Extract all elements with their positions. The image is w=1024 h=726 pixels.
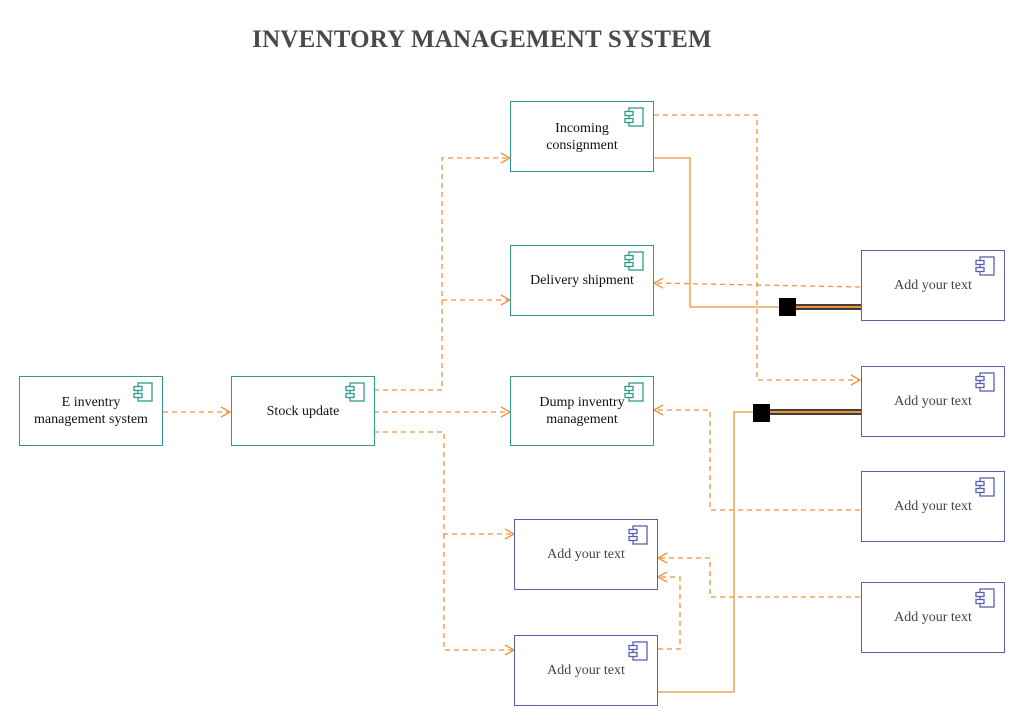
edge-placeholderb-placeholdera <box>656 571 681 650</box>
component-icon <box>975 256 995 276</box>
component-icon <box>975 372 995 392</box>
component-icon <box>624 251 644 271</box>
node-label: Stock update <box>266 403 340 419</box>
node-e-inventry[interactable]: E inventry management system <box>19 376 163 446</box>
node-placeholder-a[interactable]: Add your text <box>514 519 658 590</box>
node-label: Dump inventry management <box>539 395 625 427</box>
node-label: Add your text <box>894 394 972 409</box>
node-label: Add your text <box>547 663 625 678</box>
node-right-4[interactable]: Add your text <box>861 582 1005 653</box>
component-icon <box>345 382 365 402</box>
component-icon <box>975 477 995 497</box>
component-icon <box>975 588 995 608</box>
node-right-3[interactable]: Add your text <box>861 471 1005 542</box>
edge-incoming-right1 <box>654 157 786 308</box>
node-right-1[interactable]: Add your text <box>861 250 1005 321</box>
node-label: Add your text <box>894 499 972 514</box>
edge-incoming-right2 <box>654 114 862 386</box>
node-label: Add your text <box>547 547 625 562</box>
node-delivery-shipment[interactable]: Delivery shipment <box>510 245 654 316</box>
node-incoming-consignment[interactable]: Incoming consignment <box>510 101 654 172</box>
component-icon <box>624 107 644 127</box>
component-icon <box>624 382 644 402</box>
node-right-2[interactable]: Add your text <box>861 366 1005 437</box>
page-title: INVENTORY MANAGEMENT SYSTEM <box>252 26 712 53</box>
node-label: E inventry management system <box>34 395 148 427</box>
node-label: Delivery shipment <box>530 273 634 288</box>
edge-right3-dump <box>652 404 860 511</box>
node-label: Incoming consignment <box>546 120 618 153</box>
component-icon <box>628 641 648 661</box>
edge-stock-placeholder-b <box>443 534 516 656</box>
node-dump-inventry[interactable]: Dump inventry management <box>510 376 654 446</box>
component-icon <box>133 382 153 402</box>
edge-stock-incoming <box>374 152 512 391</box>
edge-placeholderb-right2 <box>658 411 762 693</box>
component-icon <box>628 525 648 545</box>
node-placeholder-b[interactable]: Add your text <box>514 635 658 706</box>
edge-right4-placeholder-a <box>656 552 860 598</box>
assembly-connector-2 <box>753 404 862 422</box>
node-stock-update[interactable]: Stock update <box>231 376 375 446</box>
edge-stock-placeholder-a <box>374 431 516 540</box>
node-label: Add your text <box>894 278 972 293</box>
assembly-connector-1 <box>779 298 865 316</box>
edge-right1-delivery <box>652 277 861 289</box>
node-label: Add your text <box>894 610 972 625</box>
